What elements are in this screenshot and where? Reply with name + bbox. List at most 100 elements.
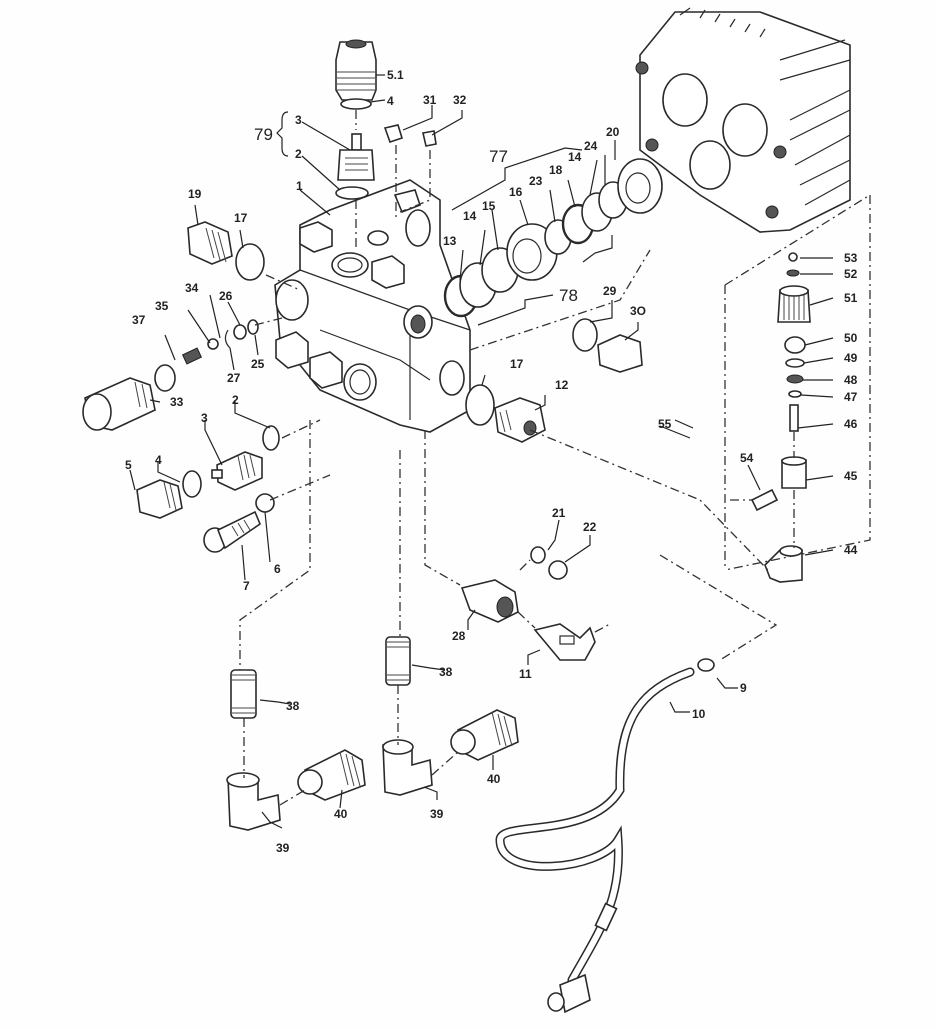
- label-17b: 17: [510, 357, 524, 371]
- label-2b: 2: [232, 393, 239, 407]
- label-9: 9: [740, 681, 747, 695]
- part-25-oring: [247, 319, 259, 335]
- label-19: 19: [188, 187, 202, 201]
- label-3: 3: [295, 113, 302, 127]
- part-labels: 79 77 78 5.1 4 31 32 3 2 1 19 17 13 14 1…: [125, 68, 858, 855]
- part-40-fitting-right: [450, 709, 519, 761]
- part-17-oring-left: [235, 243, 265, 281]
- label-5: 5: [125, 458, 132, 472]
- label-5-1: 5.1: [387, 68, 404, 82]
- part-2-oring-top: [335, 186, 369, 200]
- bracket-79: [276, 111, 289, 157]
- part-38-nipple-left: [230, 669, 257, 719]
- label-46: 46: [844, 417, 858, 431]
- label-32: 32: [453, 93, 467, 107]
- part-3-valve-lower: [211, 451, 263, 491]
- part-52-washer: [786, 269, 800, 277]
- part-4-oring-lower: [182, 470, 202, 498]
- label-18: 18: [549, 163, 563, 177]
- part-26-washer: [233, 324, 247, 340]
- label-44: 44: [844, 543, 858, 557]
- label-1: 1: [296, 179, 303, 193]
- part-19-plug: [187, 221, 233, 265]
- leader-lines: [129, 74, 834, 829]
- label-39-right: 39: [430, 807, 444, 821]
- part-10-hose: [495, 667, 695, 1014]
- part-5-1-fitting: [335, 39, 377, 101]
- label-20: 20: [606, 125, 620, 139]
- part-39-tee-right: [382, 739, 433, 796]
- label-39-left: 39: [276, 841, 290, 855]
- label-24: 24: [584, 139, 598, 153]
- part-27-clip: [224, 329, 231, 349]
- part-6-washer: [255, 493, 275, 513]
- part-44-elbow: [764, 545, 803, 583]
- part-50-cap: [784, 336, 806, 354]
- label-3b: 3: [201, 411, 208, 425]
- label-4b: 4: [155, 453, 162, 467]
- part-53-screw: [788, 252, 798, 262]
- label-55: 55: [658, 417, 672, 431]
- label-2: 2: [295, 147, 302, 161]
- label-37: 37: [132, 313, 146, 327]
- part-51-knob: [777, 285, 811, 323]
- part-48-spring: [786, 374, 804, 384]
- label-21: 21: [552, 506, 566, 520]
- label-16: 16: [509, 185, 523, 199]
- label-12: 12: [555, 378, 569, 392]
- part-1-manifold: [274, 179, 471, 433]
- label-28: 28: [452, 629, 466, 643]
- part-9-clamp: [697, 658, 715, 672]
- group-label-79: 79: [254, 125, 273, 144]
- label-33: 33: [170, 395, 184, 409]
- part-31-plug: [383, 124, 403, 144]
- label-35: 35: [155, 299, 169, 313]
- group-label-78: 78: [559, 286, 578, 305]
- label-49: 49: [844, 351, 858, 365]
- part-40-fitting-left: [297, 749, 366, 801]
- label-22: 22: [583, 520, 597, 534]
- part-46-piston: [789, 404, 799, 432]
- part-54-nipple: [750, 488, 779, 512]
- part-29-washer: [572, 318, 598, 352]
- part-20-seat: [617, 158, 663, 214]
- label-27: 27: [227, 371, 241, 385]
- label-13: 13: [443, 234, 457, 248]
- part-7-screw: [203, 510, 261, 553]
- bracket-78: [477, 235, 613, 326]
- label-26: 26: [219, 289, 233, 303]
- label-25: 25: [251, 357, 265, 371]
- part-37-oring: [154, 364, 176, 392]
- label-31: 31: [423, 93, 437, 107]
- label-51: 51: [844, 291, 858, 305]
- part-11-elbow: [533, 623, 596, 661]
- group-label-77: 77: [489, 147, 508, 166]
- label-53: 53: [844, 251, 858, 265]
- part-3-valve-top: [337, 133, 375, 181]
- label-14b: 14: [568, 150, 582, 164]
- part-2-oring-lower: [262, 425, 280, 451]
- pump-housing: [635, 7, 851, 233]
- label-23: 23: [529, 174, 543, 188]
- label-15: 15: [482, 199, 496, 213]
- group-brackets: [276, 111, 613, 326]
- alignment-lines: [239, 110, 871, 806]
- label-45: 45: [844, 469, 858, 483]
- part-39-tee-left: [226, 772, 281, 831]
- label-34: 34: [185, 281, 199, 295]
- label-10: 10: [692, 707, 706, 721]
- part-49-oring: [785, 358, 805, 368]
- label-38-right: 38: [439, 665, 453, 679]
- label-47: 47: [844, 390, 858, 404]
- part-5-plug: [136, 479, 183, 519]
- part-35-spring: [181, 347, 203, 365]
- label-14: 14: [463, 209, 477, 223]
- part-34-ball: [207, 338, 219, 350]
- label-7: 7: [243, 579, 250, 593]
- label-29: 29: [603, 284, 617, 298]
- label-11: 11: [519, 667, 532, 681]
- label-6: 6: [274, 562, 281, 576]
- part-47-washer: [788, 390, 802, 398]
